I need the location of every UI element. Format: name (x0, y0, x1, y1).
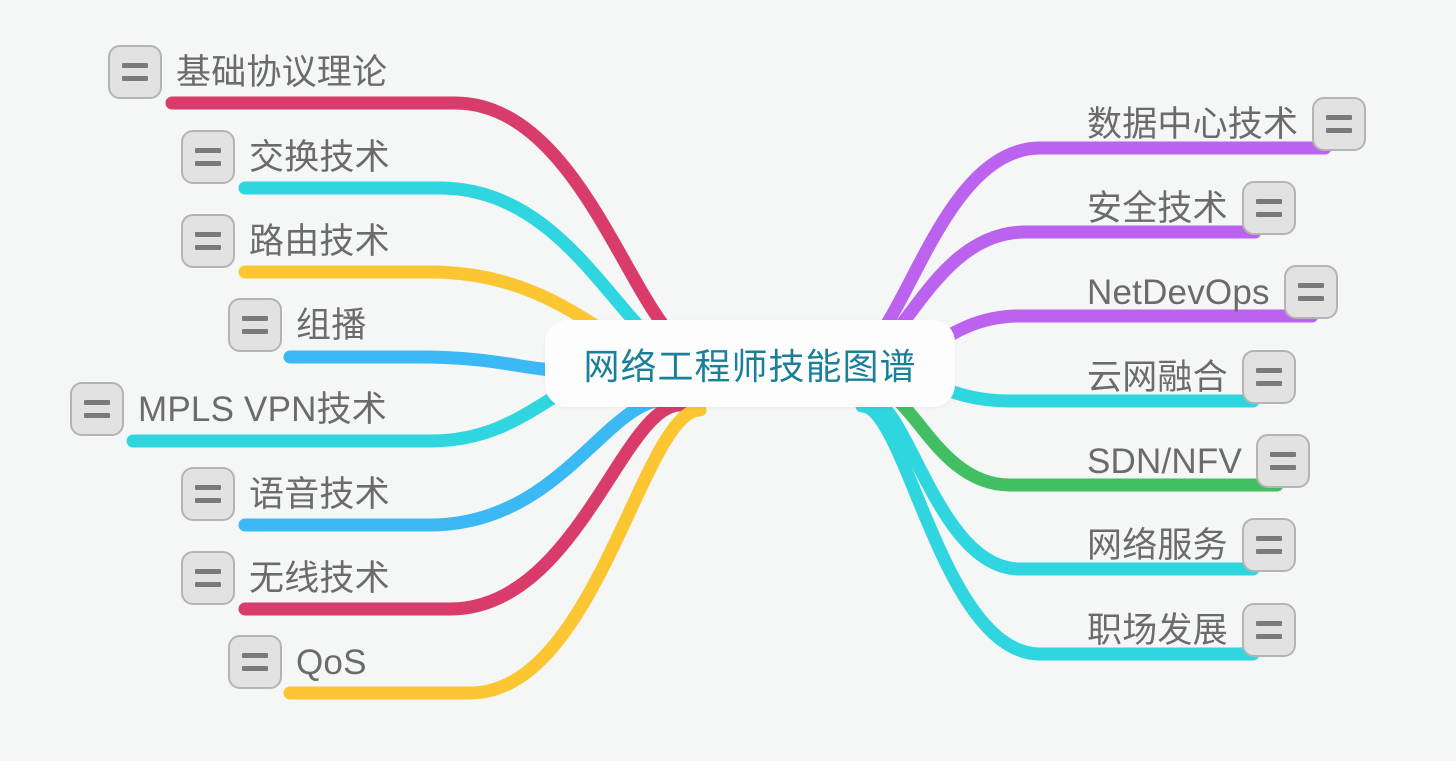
node-left-7[interactable]: QoS (228, 635, 367, 689)
center-node[interactable]: 网络工程师技能图谱 (545, 320, 955, 407)
equals-icon-bar-top (195, 232, 221, 237)
equals-icon-bar-top (1270, 452, 1297, 457)
toggle-left-5[interactable] (181, 467, 235, 521)
node-right-5[interactable]: 网络服务 (1087, 518, 1296, 572)
node-right-6[interactable]: 职场发展 (1087, 603, 1296, 657)
node-left-2[interactable]: 路由技术 (181, 214, 390, 268)
equals-icon-bar-bottom (195, 161, 221, 166)
toggle-left-6[interactable] (181, 551, 235, 605)
node-right-2[interactable]: NetDevOps (1087, 265, 1338, 319)
equals-icon-bar-top (1297, 283, 1324, 288)
toggle-right-6[interactable] (1241, 603, 1296, 657)
equals-icon-bar-top (1255, 536, 1282, 541)
equals-icon-bar-bottom (242, 329, 268, 334)
node-label-left-1: 交换技术 (249, 137, 390, 177)
equals-icon-bar-bottom (1255, 381, 1282, 386)
toggle-right-5[interactable] (1241, 518, 1296, 572)
equals-icon-bar-bottom (1297, 296, 1324, 301)
equals-icon-bar-top (242, 653, 268, 658)
node-left-5[interactable]: 语音技术 (181, 467, 390, 521)
node-label-left-7: QoS (296, 642, 367, 682)
node-right-0[interactable]: 数据中心技术 (1087, 97, 1367, 151)
node-left-4[interactable]: MPLS VPN技术 (70, 382, 387, 436)
equals-icon-bar-bottom (1270, 465, 1297, 470)
node-label-right-1: 安全技术 (1087, 188, 1228, 228)
equals-icon-bar-bottom (195, 582, 221, 587)
node-left-3[interactable]: 组播 (228, 298, 366, 352)
equals-icon-bar-top (195, 569, 221, 574)
node-left-1[interactable]: 交换技术 (181, 130, 390, 184)
toggle-left-7[interactable] (228, 635, 282, 689)
equals-icon-bar-top (195, 485, 221, 490)
toggle-right-0[interactable] (1312, 97, 1367, 151)
node-left-6[interactable]: 无线技术 (181, 551, 390, 605)
equals-icon-bar-bottom (122, 76, 148, 81)
toggle-left-1[interactable] (181, 130, 235, 184)
node-left-0[interactable]: 基础协议理论 (108, 45, 387, 99)
toggle-right-3[interactable] (1241, 350, 1296, 404)
equals-icon-bar-bottom (195, 245, 221, 250)
center-node-label: 网络工程师技能图谱 (583, 345, 917, 387)
node-label-left-6: 无线技术 (249, 558, 390, 598)
node-right-3[interactable]: 云网融合 (1087, 350, 1296, 404)
toggle-left-2[interactable] (181, 214, 235, 268)
node-right-1[interactable]: 安全技术 (1087, 181, 1296, 235)
equals-icon-bar-top (1326, 115, 1353, 120)
node-label-right-6: 职场发展 (1087, 610, 1228, 650)
equals-icon-bar-top (1255, 368, 1282, 373)
equals-icon-bar-top (122, 63, 148, 68)
equals-icon-bar-bottom (242, 666, 268, 671)
toggle-left-0[interactable] (108, 45, 162, 99)
toggle-left-4[interactable] (70, 382, 124, 436)
node-label-right-4: SDN/NFV (1087, 441, 1243, 481)
node-label-left-4: MPLS VPN技术 (138, 389, 387, 429)
node-label-left-5: 语音技术 (249, 474, 390, 514)
toggle-right-2[interactable] (1283, 265, 1338, 319)
node-label-left-3: 组播 (296, 305, 367, 345)
equals-icon-bar-bottom (195, 498, 221, 503)
node-label-left-2: 路由技术 (249, 221, 390, 261)
equals-icon-bar-top (84, 400, 110, 405)
equals-icon-bar-bottom (1255, 549, 1282, 554)
equals-icon-bar-top (242, 316, 268, 321)
equals-icon-bar-bottom (84, 413, 110, 418)
equals-icon-bar-top (1255, 199, 1282, 204)
toggle-left-3[interactable] (228, 298, 282, 352)
equals-icon-bar-top (1255, 621, 1282, 626)
node-label-right-3: 云网融合 (1087, 357, 1228, 397)
node-label-right-2: NetDevOps (1087, 272, 1270, 312)
equals-icon-bar-bottom (1255, 634, 1282, 639)
toggle-right-4[interactable] (1256, 434, 1311, 488)
equals-icon-bar-bottom (1255, 212, 1282, 217)
node-label-right-5: 网络服务 (1087, 525, 1228, 565)
node-label-right-0: 数据中心技术 (1087, 104, 1299, 144)
equals-icon-bar-bottom (1326, 128, 1353, 133)
node-label-left-0: 基础协议理论 (176, 52, 388, 92)
node-right-4[interactable]: SDN/NFV (1087, 434, 1311, 488)
equals-icon-bar-top (195, 148, 221, 153)
toggle-right-1[interactable] (1241, 181, 1296, 235)
